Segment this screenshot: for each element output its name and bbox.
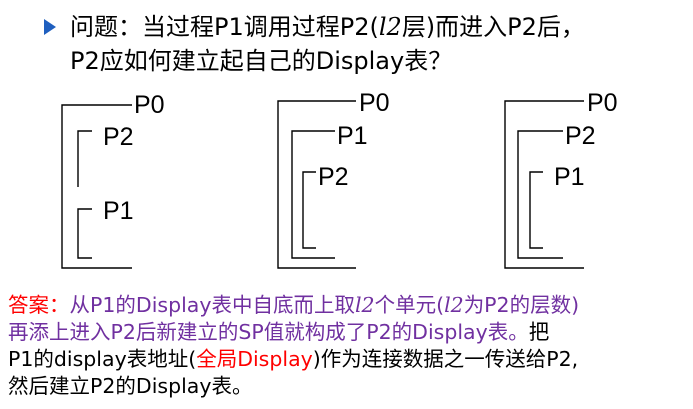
diagram-2-p1-bracket bbox=[291, 130, 335, 259]
diagram-3-label-p2: P2 bbox=[565, 122, 596, 150]
answer-global-display: 全局Display bbox=[196, 347, 313, 371]
answer-line-3: P1的display表地址(全局Display)作为连接数据之一传送给P2, bbox=[8, 346, 688, 373]
answer-text-3: 为P2的层数) bbox=[463, 293, 580, 317]
diagram-1-p1-bracket bbox=[77, 208, 92, 259]
question-line-1: 问题：当过程P1调用过程P2(l2层)而进入P2后， bbox=[70, 10, 684, 44]
diagram-2-p2-bracket bbox=[302, 171, 316, 249]
triangle-bullet-icon bbox=[44, 19, 56, 35]
question-line-2: P2应如何建立起自己的Display表？ bbox=[70, 47, 453, 75]
diagram-1-label-p1: P1 bbox=[103, 197, 134, 225]
answer-text-4: 再添上进入P2后新建立的SP值就构成了P2的Display表。 bbox=[8, 320, 529, 344]
answer-line-1: 答案：从P1的Display表中自底而上取l2个单元(l2为P2的层数) bbox=[8, 292, 688, 319]
answer-text-5: 把 bbox=[528, 320, 550, 344]
answer-line-4: 然后建立P2的Display表。 bbox=[8, 374, 253, 398]
diagram-3: P0 P2 P1 bbox=[504, 89, 618, 269]
diagram-2-label-p0: P0 bbox=[359, 89, 390, 117]
question-italic: l2 bbox=[378, 13, 402, 41]
diagram-1-outer-bracket bbox=[61, 104, 132, 269]
diagram-2-outer-bracket bbox=[277, 100, 356, 269]
diagram-3-label-p0: P0 bbox=[587, 89, 618, 117]
question-text-b: 层)而进入P2后， bbox=[401, 13, 585, 41]
answer-label: 答案： bbox=[8, 293, 70, 317]
diagram-3-outer-bracket bbox=[504, 100, 584, 269]
diagram-3-p2-bracket bbox=[517, 130, 563, 259]
answer-block: 答案：从P1的Display表中自底而上取l2个单元(l2为P2的层数) 再添上… bbox=[8, 292, 688, 400]
diagram-2-label-p2: P2 bbox=[318, 163, 349, 191]
answer-italic-2: l2 bbox=[444, 293, 464, 317]
answer-text-2: 个单元( bbox=[374, 293, 445, 317]
question-block: 问题：当过程P1调用过程P2(l2层)而进入P2后， P2应如何建立起自己的Di… bbox=[44, 10, 684, 78]
answer-text-1: 从P1的Display表中自底而上取 bbox=[69, 293, 355, 317]
diagram-1-label-p2: P2 bbox=[103, 123, 134, 151]
answer-italic-1: l2 bbox=[354, 293, 375, 317]
diagram-1: P0 P2 P1 bbox=[61, 91, 165, 269]
diagram-3-p1-bracket bbox=[529, 171, 543, 249]
answer-text-6: P1的display表地址( bbox=[8, 347, 197, 371]
diagram-2: P0 P1 P2 bbox=[277, 89, 390, 269]
answer-line-2: 再添上进入P2后新建立的SP值就构成了P2的Display表。把 bbox=[8, 319, 688, 346]
diagram-3-label-p1: P1 bbox=[554, 163, 585, 191]
diagram-1-label-p0: P0 bbox=[134, 91, 165, 119]
question-text-a: 问题：当过程P1调用过程P2( bbox=[70, 13, 379, 41]
diagram-1-p2-bracket bbox=[77, 130, 92, 187]
answer-text-7: )作为连接数据之一传送给P2, bbox=[312, 347, 579, 371]
diagram-2-label-p1: P1 bbox=[337, 122, 368, 150]
